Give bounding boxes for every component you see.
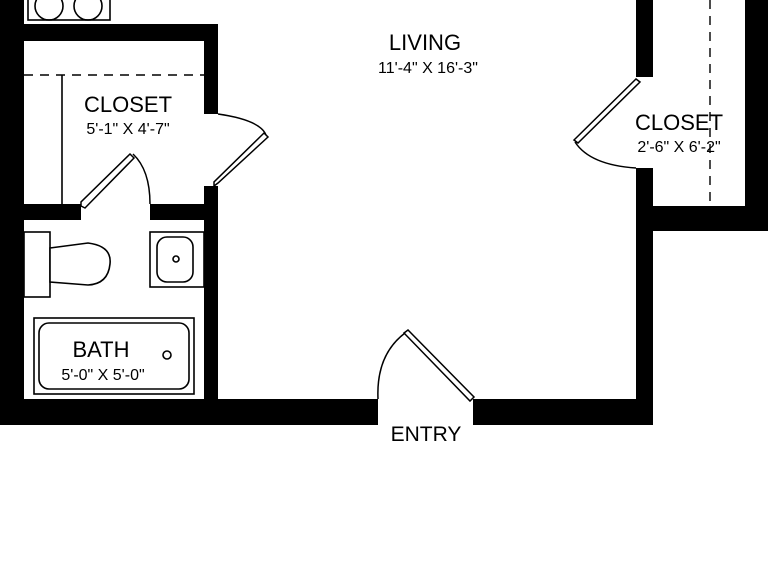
wall-bottom-left <box>0 399 378 425</box>
door-bath <box>80 152 151 209</box>
closet-right-dims: 2'-6" X 6'-2" <box>637 139 720 156</box>
bath-dims: 5'-0" X 5'-0" <box>61 367 144 384</box>
sink <box>149 231 205 288</box>
wall-right-lower <box>636 210 653 425</box>
top-fixture <box>27 0 111 21</box>
closet-left-name: CLOSET <box>84 92 172 117</box>
wall-divider-lower <box>204 186 218 425</box>
entry-label: ENTRY <box>391 423 462 446</box>
door-entry <box>377 329 476 403</box>
bathtub <box>33 317 195 395</box>
wall-divider-upper <box>204 24 218 114</box>
toilet <box>23 231 111 298</box>
closet-right-name: CLOSET <box>635 110 723 135</box>
wall-right-closet-outer <box>745 0 768 231</box>
wall-right-closet-lower <box>636 168 653 210</box>
door-closet-left <box>213 113 270 188</box>
living-dims: 11'-4" X 16'-3" <box>378 60 478 77</box>
closet-left-dims: 5'-1" X 4'-7" <box>86 121 169 138</box>
wall-top-closet <box>0 24 218 41</box>
wall-closet-bath-right <box>150 204 218 220</box>
living-name: LIVING <box>389 30 461 55</box>
wall-right-closet-upper <box>636 0 653 77</box>
walls <box>0 0 768 425</box>
door-closet-right <box>572 78 642 169</box>
wall-bottom-right <box>473 399 653 425</box>
wall-closet-bath-left <box>0 204 81 220</box>
bath-name: BATH <box>72 337 129 362</box>
